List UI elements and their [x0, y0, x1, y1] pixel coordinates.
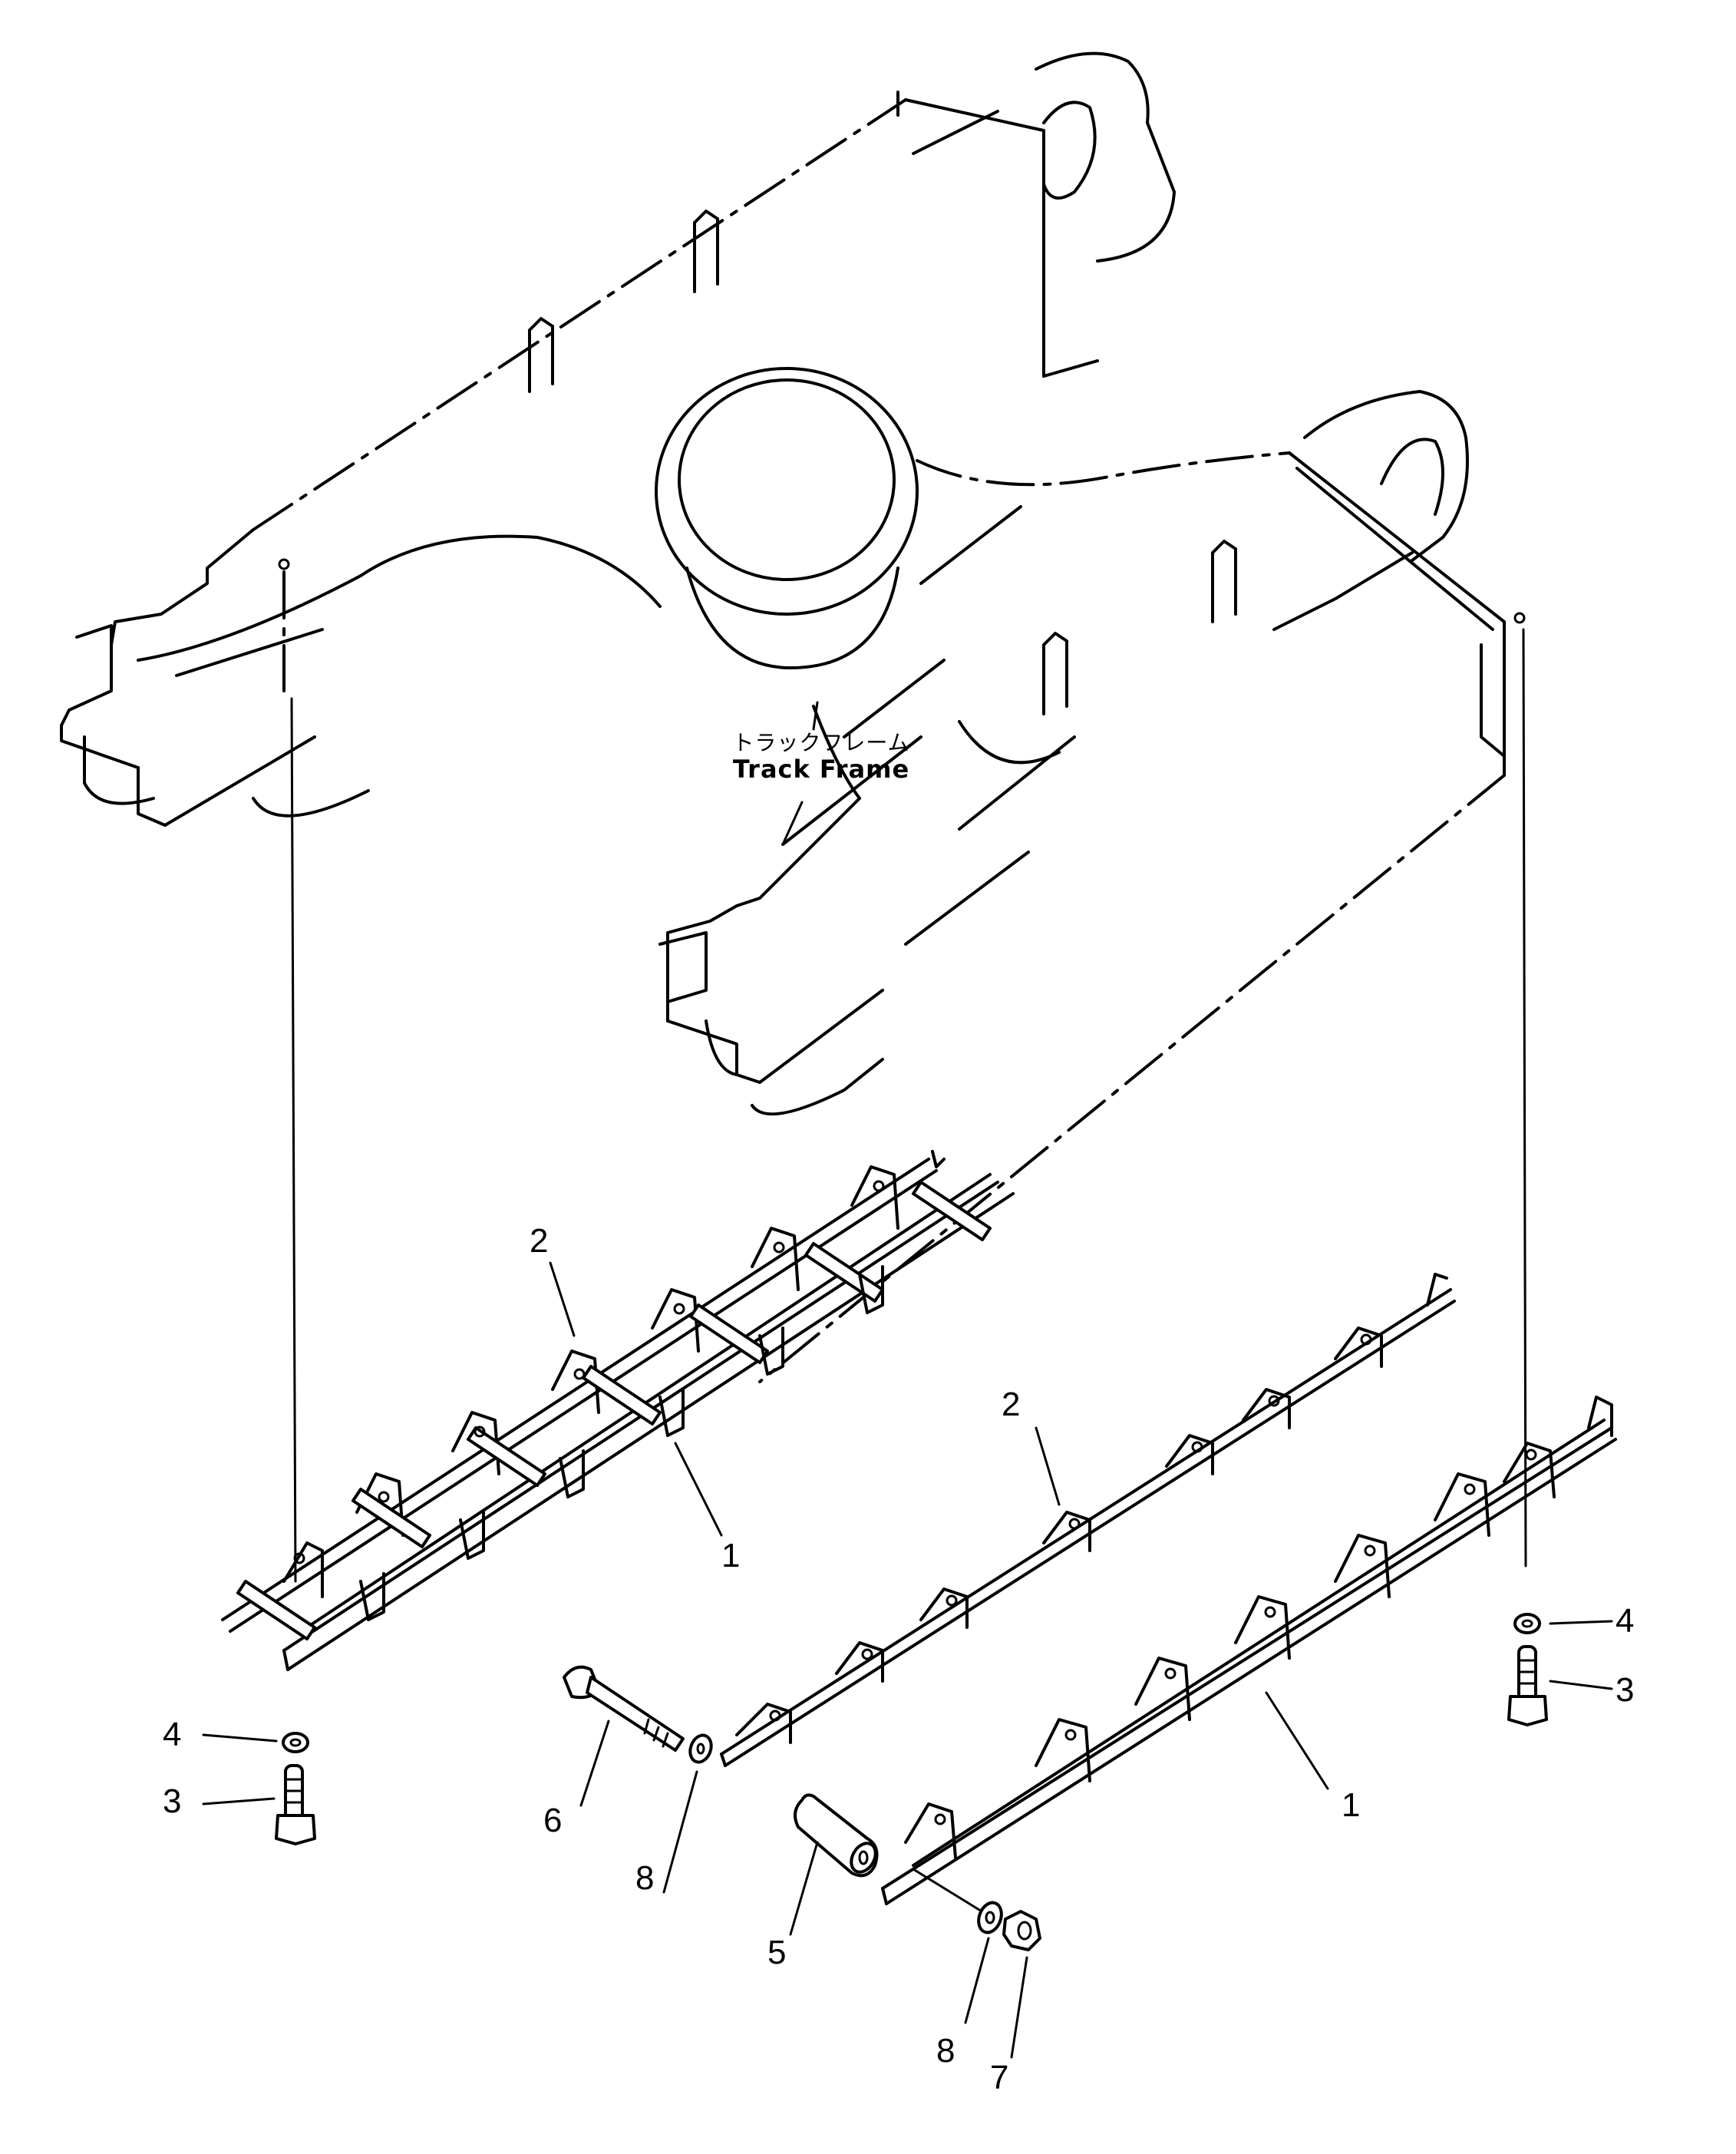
nut-drawing [1002, 1910, 1041, 1951]
callout-2-left: 2 [530, 1222, 549, 1260]
long-bolt-drawing [563, 1665, 685, 1752]
track-frame-label: トラックフレーム Track Frame [714, 730, 929, 785]
callout-8-lower: 8 [936, 2032, 955, 2070]
bolt-left-drawing [275, 1764, 316, 1845]
washer-8-lower-drawing [977, 1901, 1003, 1934]
callout-7: 7 [990, 2059, 1009, 2096]
callout-6: 6 [543, 1802, 563, 1839]
washer-right-drawing [1513, 1613, 1541, 1634]
washer-left-drawing [282, 1732, 309, 1753]
leader-lines [202, 701, 1613, 2059]
spacer-tube-drawing [794, 1793, 879, 1878]
callout-1-left: 1 [721, 1537, 741, 1574]
track-frame-label-jp: トラックフレーム [732, 730, 910, 755]
left-track-guard-assembly [221, 1150, 1015, 1671]
callout-4-left: 4 [163, 1716, 182, 1753]
right-guard-plate [720, 1273, 1456, 1767]
callout-1-right: 1 [1342, 1786, 1361, 1824]
callout-5: 5 [767, 1934, 787, 1971]
callout-3-left: 3 [163, 1782, 182, 1820]
callout-2-right: 2 [1002, 1386, 1021, 1423]
right-guard-frame [881, 1396, 1617, 1905]
callout-4-right: 4 [1616, 1602, 1635, 1640]
track-frame-label-en: Track Frame [732, 755, 910, 785]
alignment-lines [282, 570, 1527, 1583]
track-frame-drawing [60, 51, 1526, 1383]
callout-8-upper: 8 [635, 1859, 655, 1897]
bolt-right-drawing [1507, 1645, 1548, 1726]
callout-3-right: 3 [1616, 1671, 1635, 1709]
washer-8-upper-drawing [688, 1733, 713, 1764]
